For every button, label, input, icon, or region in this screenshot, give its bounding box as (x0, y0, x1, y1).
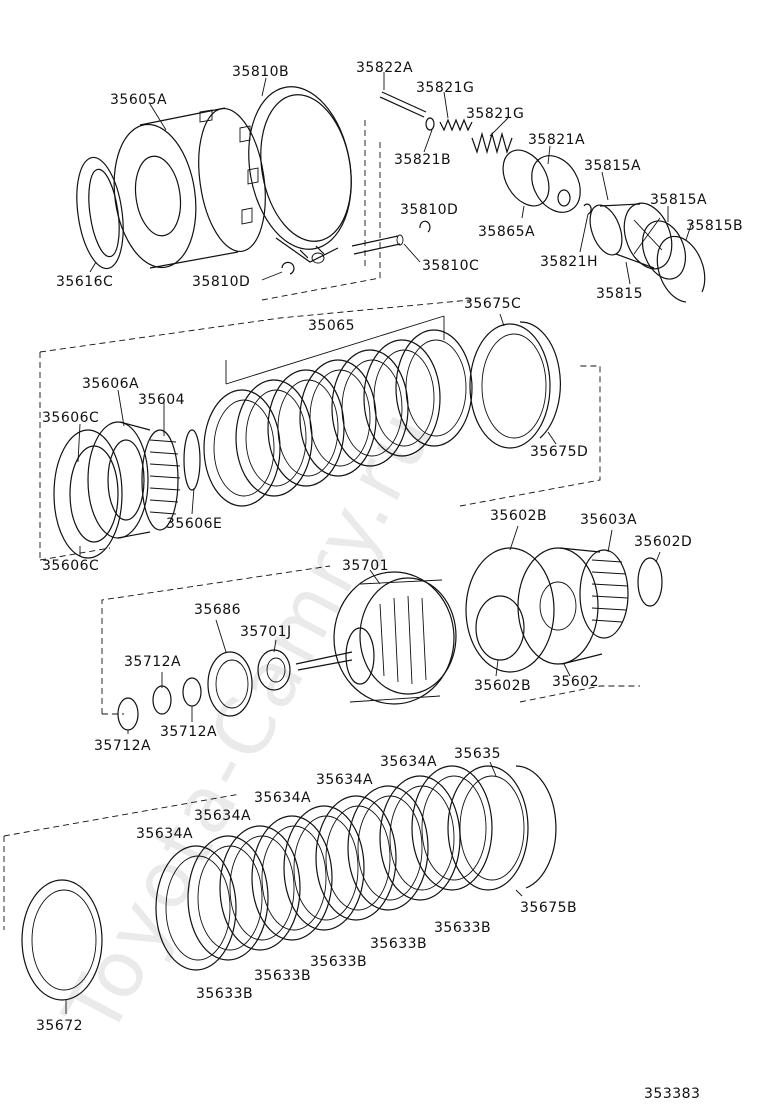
diagram-id: 353383 (644, 1086, 700, 1102)
label-35672: 35672 (36, 1018, 83, 1034)
label-35634A-4: 35634A (194, 808, 251, 824)
label-35634A-3: 35634A (254, 790, 311, 806)
part-35065-plate-set (203, 329, 473, 507)
label-35701: 35701 (342, 558, 389, 574)
label-35810D-1: 35810D (400, 202, 458, 218)
part-35675C-flange (469, 323, 551, 449)
label-35606E: 35606E (166, 516, 222, 532)
label-35815B: 35815B (686, 218, 743, 234)
leader-lines (65, 72, 693, 1014)
part-35815-cylinder (589, 202, 673, 270)
label-35712A-3: 35712A (94, 738, 151, 754)
label-35815: 35815 (596, 286, 643, 302)
label-35701J: 35701J (240, 624, 292, 640)
part-35616C-washer (76, 156, 124, 270)
label-35602B-2: 35602B (474, 678, 531, 694)
part-35712A-ring-3 (182, 677, 202, 707)
group-servo-piston (379, 91, 706, 303)
part-35712A-ring-1 (117, 697, 139, 731)
label-35634A-1: 35634A (380, 754, 437, 770)
part-35821B-washer (425, 117, 435, 131)
part-35605A-drum (113, 107, 266, 269)
part-35606A-piston (87, 421, 151, 539)
group-clutch-pack-1 (39, 299, 601, 561)
label-35606C-1: 35606C (42, 410, 99, 426)
part-35821A-piston (531, 155, 581, 213)
part-35675B-snapring (515, 765, 557, 889)
part-35635-flange (447, 765, 529, 891)
label-35602D: 35602D (634, 534, 692, 550)
part-35603A-hub (579, 549, 629, 639)
label-35675D: 35675D (530, 444, 588, 460)
label-35633B-5: 35633B (196, 986, 253, 1002)
label-35810D-2: 35810D (192, 274, 250, 290)
label-35633B-2: 35633B (370, 936, 427, 952)
group-clutch-pack-2 (3, 765, 557, 1001)
label-35865A: 35865A (478, 224, 535, 240)
part-35865A-oring (502, 149, 550, 207)
label-35635: 35635 (454, 746, 501, 762)
part-35821G-spring-small (439, 118, 473, 132)
part-35810D-clip-2 (281, 261, 295, 275)
label-35686: 35686 (194, 602, 241, 618)
part-35672-plate (21, 879, 103, 1001)
label-35712A-2: 35712A (160, 724, 217, 740)
part-35821H-clip (583, 203, 592, 215)
label-35821H: 35821H (540, 254, 598, 270)
label-35821G-1: 35821G (416, 80, 474, 96)
part-35822A-rod (379, 91, 427, 118)
part-35606E-snapring (183, 429, 201, 491)
part-35701-input-shaft (295, 571, 457, 705)
label-35633B-1: 35633B (434, 920, 491, 936)
part-35821G-spring-large (471, 131, 513, 155)
label-35712A-1: 35712A (124, 654, 181, 670)
part-35602D-snapring (637, 557, 663, 607)
group-input-shaft (101, 547, 663, 731)
label-35606A: 35606A (82, 376, 139, 392)
label-35815A-2: 35815A (650, 192, 707, 208)
label-35810C: 35810C (422, 258, 479, 274)
label-35822A: 35822A (356, 60, 413, 76)
part-35810B-band (248, 86, 352, 264)
label-35675C: 35675C (464, 296, 521, 312)
part-35810D-clip-1 (419, 220, 431, 233)
part-35686-washer (207, 651, 253, 717)
label-35602B-1: 35602B (490, 508, 547, 524)
part-35675D-snapring (519, 321, 561, 439)
label-35603A: 35603A (580, 512, 637, 528)
label-35065: 35065 (308, 318, 355, 334)
label-35810B: 35810B (232, 64, 289, 80)
label-35616C: 35616C (56, 274, 113, 290)
part-35634A-35633B-plate-set (155, 765, 493, 971)
part-35604-hub (141, 429, 181, 531)
label-35821A: 35821A (528, 132, 585, 148)
label-35634A-2: 35634A (316, 772, 373, 788)
label-35821G-2: 35821G (466, 106, 524, 122)
label-35675B: 35675B (520, 900, 577, 916)
part-35815B-snapring (656, 235, 706, 303)
part-35606C-plate (53, 429, 123, 559)
label-35633B-4: 35633B (254, 968, 311, 984)
part-labels: 35605A 35810B 35822A 35821G 35821G 35821… (36, 60, 743, 1102)
part-35602B-plate (465, 547, 555, 673)
label-35602: 35602 (552, 674, 599, 690)
label-35606C-2: 35606C (42, 558, 99, 574)
label-35821B: 35821B (394, 152, 451, 168)
label-35605A: 35605A (110, 92, 167, 108)
part-35815A-seal (641, 220, 687, 280)
label-35815A-1: 35815A (584, 158, 641, 174)
group-brake-drum (76, 86, 431, 301)
label-35604: 35604 (138, 392, 185, 408)
label-35633B-3: 35633B (310, 954, 367, 970)
part-35810C-pin (351, 234, 421, 263)
label-35634A-5: 35634A (136, 826, 193, 842)
part-35602-drum (517, 547, 603, 665)
part-35712A-ring-2 (152, 685, 172, 715)
